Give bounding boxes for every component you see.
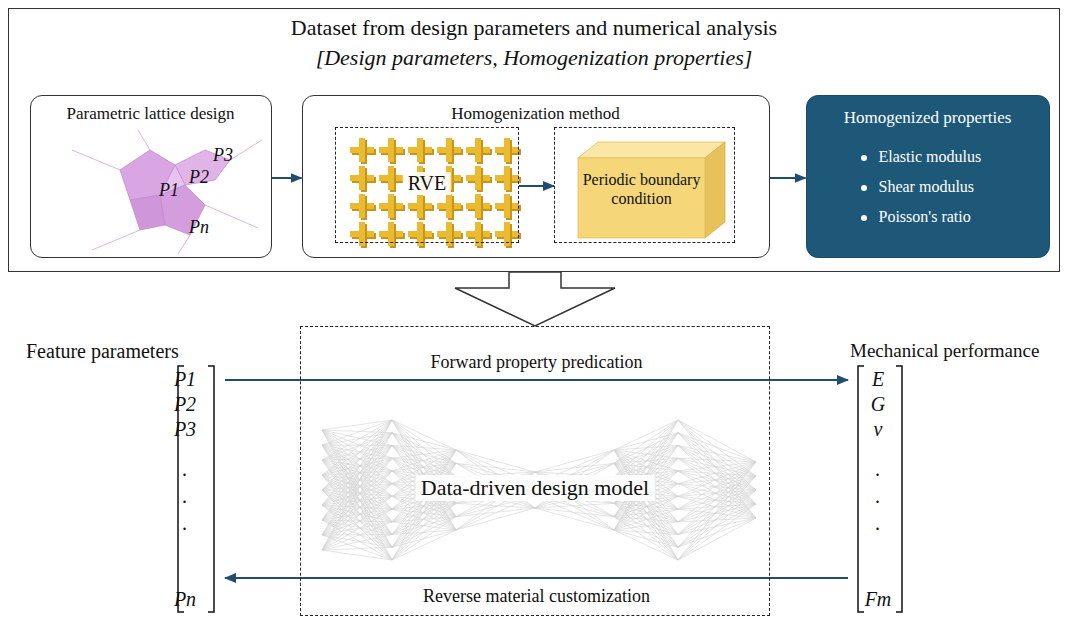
parameter-vector: Feature parametersP1P2P3... Pn	[20, 338, 225, 618]
bullet-dot	[861, 215, 867, 221]
flow-arrow	[770, 177, 806, 179]
matrix-entry: .	[165, 458, 205, 481]
process-box: Homogenization methodRVE Periodic boundar…	[302, 95, 770, 258]
flow-arrow	[272, 177, 302, 179]
matrix-entry: v	[858, 418, 898, 441]
matrix-brackets	[178, 366, 902, 612]
parameter-label: P3	[213, 145, 233, 166]
box-label: Periodic boundary condition	[579, 170, 704, 208]
property-item: Elastic modulus	[879, 148, 982, 166]
matrix-entry: .	[858, 458, 898, 481]
model-label: Data-driven design model	[416, 475, 655, 501]
periodic-cube	[578, 142, 725, 238]
rve-lattice	[350, 138, 521, 248]
matrix-entry: P2	[165, 393, 205, 416]
dashed-box: RVE	[335, 127, 519, 243]
matrix-entry: P1	[165, 368, 205, 391]
bullet-dot	[861, 155, 867, 161]
box-heading: Homogenized properties	[807, 108, 1049, 128]
performance-vector: Mechanical performanceEGv... Fm	[848, 338, 1063, 618]
property-item: Poisson's ratio	[879, 208, 971, 226]
parameter-label: Pn	[189, 217, 209, 238]
box-heading: Homogenization method	[303, 104, 769, 124]
panel-subtitle: [Design parameters, Homogenization prope…	[9, 45, 1059, 71]
edge-label: Forward property predication	[427, 352, 647, 373]
matrix-entry: Pn	[165, 588, 205, 611]
matrix-entry: .	[165, 485, 205, 508]
hollow-arrow	[455, 272, 615, 326]
dashed-box: Periodic boundary condition	[554, 127, 735, 243]
result-box: Homogenized propertiesElastic modulusShe…	[806, 95, 1050, 258]
neural-network-graphic	[322, 420, 756, 560]
matrix-entry: P3	[165, 418, 205, 441]
parameter-label: P1	[159, 180, 179, 201]
edge-label: Reverse material customization	[419, 586, 654, 607]
bullet-dot	[861, 185, 867, 191]
matrix-entry: .	[858, 485, 898, 508]
dataset-panel: Dataset from design parameters and numer…	[8, 8, 1060, 272]
flow-arrow	[225, 379, 848, 381]
flow-arrow	[519, 185, 554, 187]
matrix-entry: E	[858, 368, 898, 391]
lattice-unit-illustration	[72, 130, 262, 254]
matrix-entry: G	[858, 393, 898, 416]
box-label: RVE	[403, 172, 451, 195]
panel-title: Dataset from design parameters and numer…	[9, 15, 1059, 41]
flow-arrow	[225, 577, 848, 579]
process-box: Parametric lattice designP1 P2P3Pn	[30, 95, 272, 258]
matrix-entry: .	[858, 512, 898, 535]
property-item: Shear modulus	[879, 178, 975, 196]
matrix-entry: Fm	[858, 588, 898, 611]
vector-heading: Feature parameters	[26, 340, 179, 363]
box-heading: Parametric lattice design	[31, 104, 271, 124]
parameter-label: P2	[189, 167, 209, 188]
vector-heading: Mechanical performance	[850, 340, 1039, 362]
matrix-entry: .	[165, 512, 205, 535]
